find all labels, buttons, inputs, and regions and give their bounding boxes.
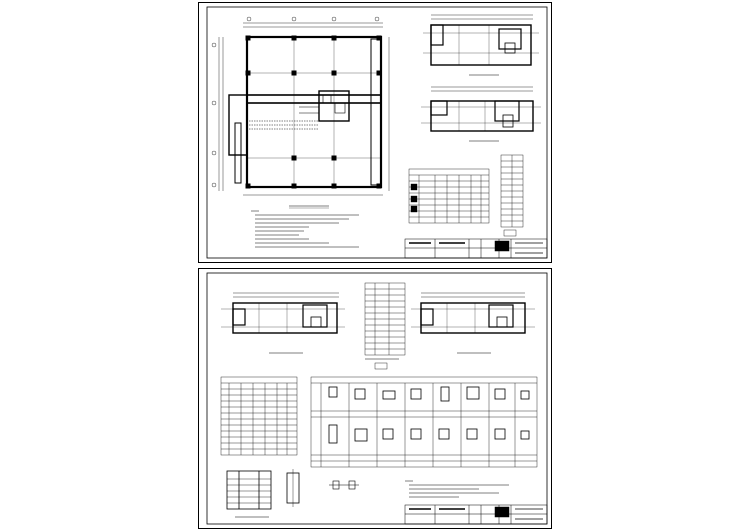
- section-detail: [226, 469, 300, 518]
- column-table: [500, 154, 524, 237]
- column-table-center: [364, 282, 406, 370]
- drawing-sheet-2: [198, 268, 552, 529]
- small-plan-top: [423, 14, 539, 76]
- schedule-left: [220, 376, 298, 456]
- detail-grid: [310, 376, 538, 468]
- plan-right: [411, 292, 535, 354]
- small-plan-middle: [421, 86, 541, 142]
- small-sketch: [329, 480, 359, 490]
- title-block-2: [404, 504, 548, 525]
- floor-plan-large: [211, 16, 390, 209]
- title-block-1: [404, 238, 548, 259]
- sheet-1-graphics: [206, 6, 548, 259]
- notes-block: [251, 210, 359, 248]
- notes-block-2: [405, 480, 509, 498]
- plan-left: [221, 292, 345, 354]
- drawing-sheet-1: [198, 2, 552, 263]
- sheet-2-graphics: [206, 272, 548, 525]
- schedule-table: [408, 168, 490, 224]
